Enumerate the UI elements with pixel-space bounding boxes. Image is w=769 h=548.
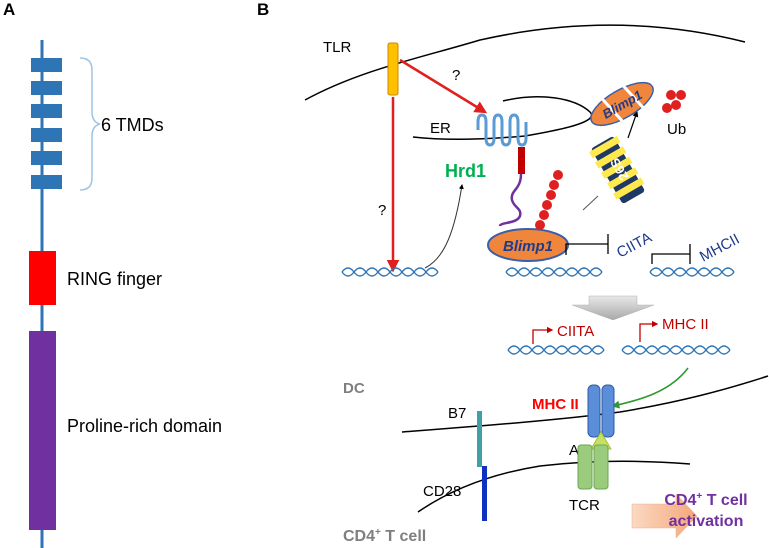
proline-rich-label: Proline-rich domain (67, 416, 222, 436)
proline-rich-box (29, 331, 56, 530)
tlr-to-hrd1-arrow (399, 58, 488, 114)
ubiquitin (542, 200, 552, 210)
mhcii-gene-dna (649, 267, 735, 277)
mhcii-gene-label: MHCII (697, 231, 743, 266)
ubiquitin (553, 170, 563, 180)
mhc-ii-chain-alpha (587, 384, 601, 438)
tmd-boxes (31, 58, 62, 189)
ubiquitin (546, 190, 556, 200)
blimp1-protein (487, 228, 569, 262)
transition-arrow (571, 295, 655, 321)
cell-membrane (304, 24, 746, 101)
hrd1-ring-domain (518, 147, 525, 174)
activation-line-2: activation (669, 513, 744, 530)
repress-mhcii-bar (651, 244, 691, 264)
mhcii-expr-dna (621, 345, 731, 355)
tmd-box (31, 104, 62, 118)
b7-molecule (477, 411, 482, 467)
ubiquitin (535, 220, 545, 230)
er-label: ER (430, 120, 451, 137)
ubiquitin (549, 180, 559, 190)
panel-b-letter: B (257, 0, 269, 19)
ring-finger-box (29, 251, 56, 305)
b7-label: B7 (448, 405, 466, 422)
proteasome-to-degraded-arrow (627, 110, 639, 139)
ub-label: Ub (667, 121, 686, 138)
mhcii-transport-arrow (611, 367, 689, 409)
blimp1-repress-ciita-bar (565, 234, 609, 255)
dc-membrane (401, 375, 769, 433)
ciita-expr-arrow (532, 326, 554, 344)
ring-finger-label: RING finger (67, 269, 162, 289)
ubiquitin-chain (535, 170, 563, 230)
tmd-box (31, 81, 62, 95)
hrd1-label: Hrd1 (445, 161, 486, 181)
panel-a-letter: A (3, 0, 15, 19)
cd28-label: CD28 (423, 483, 461, 500)
mhc-ii-protein-label: MHC II (532, 396, 579, 413)
blimp1-label: Blimp1 (503, 238, 553, 255)
hrd1-proline-tail (498, 173, 523, 227)
degraded-blimp1: Blimp1 (590, 81, 654, 127)
activation-arrow (631, 493, 698, 539)
tcr-chain-beta (593, 444, 609, 490)
tmd-box (31, 128, 62, 142)
dc-label: DC (343, 380, 365, 397)
tlr-receptor (387, 42, 399, 96)
ciita-expr-label: CIITA (557, 323, 594, 340)
dna-strands (341, 267, 735, 355)
tcell-label: CD4+ T cell (343, 527, 426, 545)
tmds-label: 6 TMDs (101, 115, 164, 135)
er-membrane (412, 96, 593, 140)
tcr-label: TCR (569, 497, 600, 514)
mhc-ii-chain-beta (601, 384, 615, 438)
tmd-box (31, 58, 62, 72)
question-mark-1: ? (452, 67, 460, 84)
question-mark-2: ? (378, 202, 386, 219)
tmd-box (31, 175, 62, 189)
tmd-box (31, 151, 62, 165)
free-ubiquitin (662, 90, 686, 113)
hrd1-tmd-coils (476, 113, 528, 147)
tcell-membrane (417, 460, 691, 513)
gene-to-hrd1-arrow (424, 184, 464, 269)
ubiquitin (539, 210, 549, 220)
activation-line-1: CD4+ T cell (664, 491, 747, 509)
tmd-bracket (79, 57, 101, 191)
mhcii-expr-label: MHC II (662, 316, 709, 333)
ubiquitin-to-proteasome-arrow (582, 195, 599, 211)
proteasome-26s: 26S (589, 136, 645, 204)
mhcii-expr-arrow (639, 320, 659, 342)
tlr-label: TLR (323, 39, 352, 56)
tcr-chain-alpha (577, 444, 593, 490)
ciita-gene-label: CIITA (614, 229, 655, 261)
cd28-molecule (482, 466, 487, 521)
